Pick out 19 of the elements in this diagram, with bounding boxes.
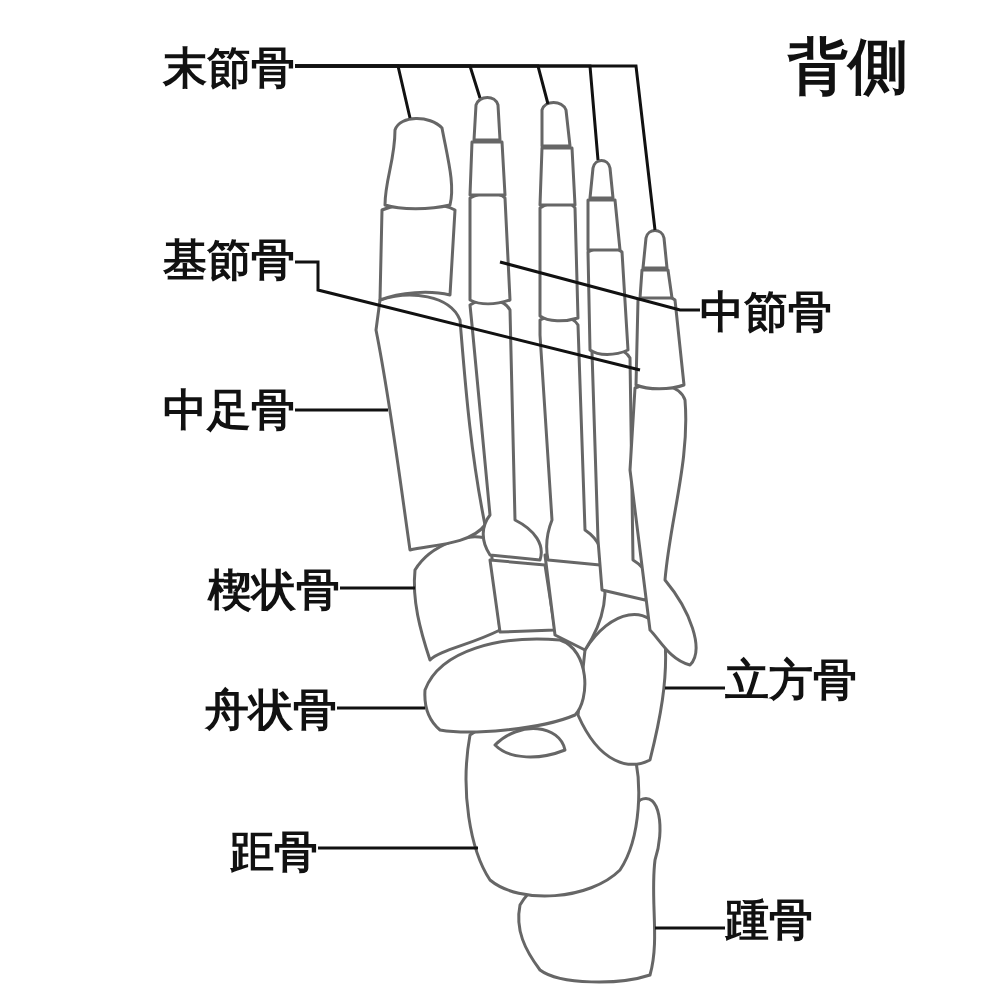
bone-label: 距骨 (230, 830, 318, 874)
leader-line (337, 706, 425, 710)
leader-line (665, 686, 725, 690)
bone-label: 楔状骨 (208, 568, 340, 612)
leader-line (318, 846, 478, 850)
leader-line (295, 260, 641, 372)
bone-label: 踵骨 (725, 898, 813, 942)
bone-label: 舟状骨 (205, 688, 337, 732)
leader-line (340, 586, 415, 590)
bone-label: 末節骨 (163, 46, 295, 90)
bone-label: 立方骨 (725, 658, 857, 702)
leader-line (295, 64, 657, 231)
leader-line (295, 408, 388, 412)
title: 背側 (788, 36, 908, 96)
bone-label: 基節骨 (163, 238, 295, 282)
bone-label: 中足骨 (163, 388, 295, 432)
leader-line (655, 926, 725, 930)
bone-label: 中節骨 (700, 290, 832, 334)
leader-line (499, 260, 700, 312)
